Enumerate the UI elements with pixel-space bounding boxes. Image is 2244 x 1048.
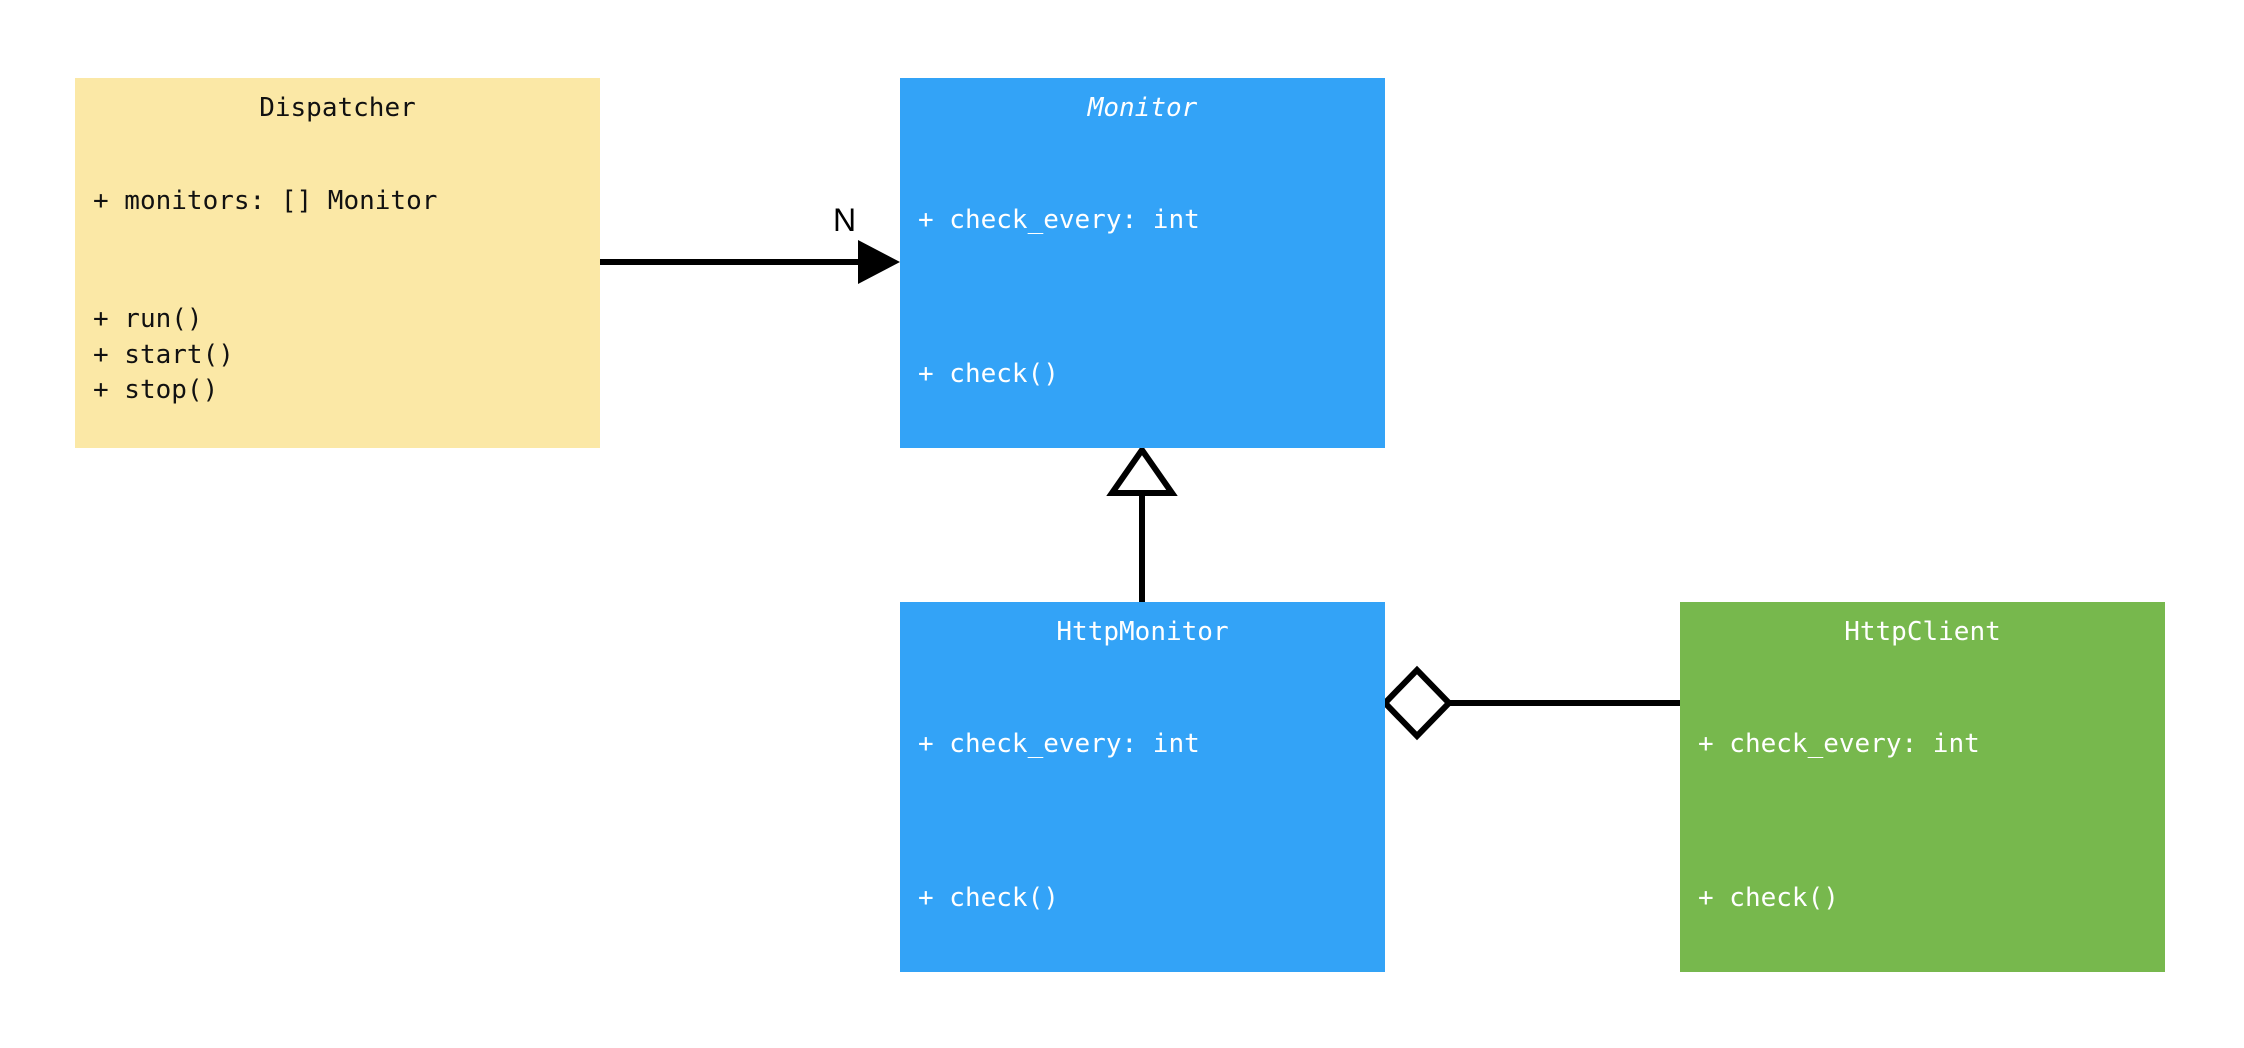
class-methods-compartment: + check() <box>900 301 1385 448</box>
method-row: + run() <box>93 304 203 335</box>
class-attributes-compartment: + check_every: int <box>1680 669 2165 820</box>
hollow-triangle-icon <box>1106 444 1178 496</box>
attribute-row: + check_every: int <box>1698 728 1980 759</box>
class-attributes-compartment: + monitors: [] Monitor <box>75 145 600 258</box>
class-name-monitor: Monitor <box>1087 93 1198 124</box>
attribute-row: + check_every: int <box>918 204 1200 235</box>
class-methods-compartment: + check() <box>1680 825 2165 972</box>
generalization-httpmonitor-monitor <box>1106 444 1178 602</box>
class-title-compartment: Dispatcher <box>75 78 600 140</box>
class-title-compartment: Monitor <box>900 78 1385 140</box>
attribute-row: + monitors: [] Monitor <box>93 185 438 216</box>
class-methods-compartment: + check() <box>900 825 1385 972</box>
association-multiplicity-label: N <box>833 202 857 238</box>
class-name-http-client: HttpClient <box>1844 617 2001 648</box>
association-dispatcher-monitor <box>600 240 900 284</box>
method-row: + start() <box>93 339 234 370</box>
hollow-diamond-icon <box>1380 665 1454 741</box>
attribute-row: + check_every: int <box>918 728 1200 759</box>
class-box-dispatcher[interactable]: Dispatcher + monitors: [] Monitor + run(… <box>75 78 600 448</box>
class-box-http-client[interactable]: HttpClient + check_every: int + check() <box>1680 602 2165 972</box>
class-title-compartment: HttpMonitor <box>900 602 1385 664</box>
solid-arrowhead-icon <box>858 240 900 284</box>
method-row: + stop() <box>93 375 219 406</box>
class-attributes-compartment: + check_every: int <box>900 669 1385 820</box>
class-name-dispatcher: Dispatcher <box>259 93 416 124</box>
class-methods-compartment: + run() + start() + stop() <box>75 263 600 448</box>
class-name-http-monitor: HttpMonitor <box>1056 617 1229 648</box>
class-title-compartment: HttpClient <box>1680 602 2165 664</box>
class-box-monitor[interactable]: Monitor + check_every: int + check() <box>900 78 1385 448</box>
method-row: + check() <box>918 358 1059 389</box>
class-attributes-compartment: + check_every: int <box>900 145 1385 296</box>
aggregation-httpmonitor-httpclient <box>1380 665 1680 741</box>
method-row: + check() <box>1698 882 1839 913</box>
method-row: + check() <box>918 882 1059 913</box>
class-box-http-monitor[interactable]: HttpMonitor + check_every: int + check() <box>900 602 1385 972</box>
